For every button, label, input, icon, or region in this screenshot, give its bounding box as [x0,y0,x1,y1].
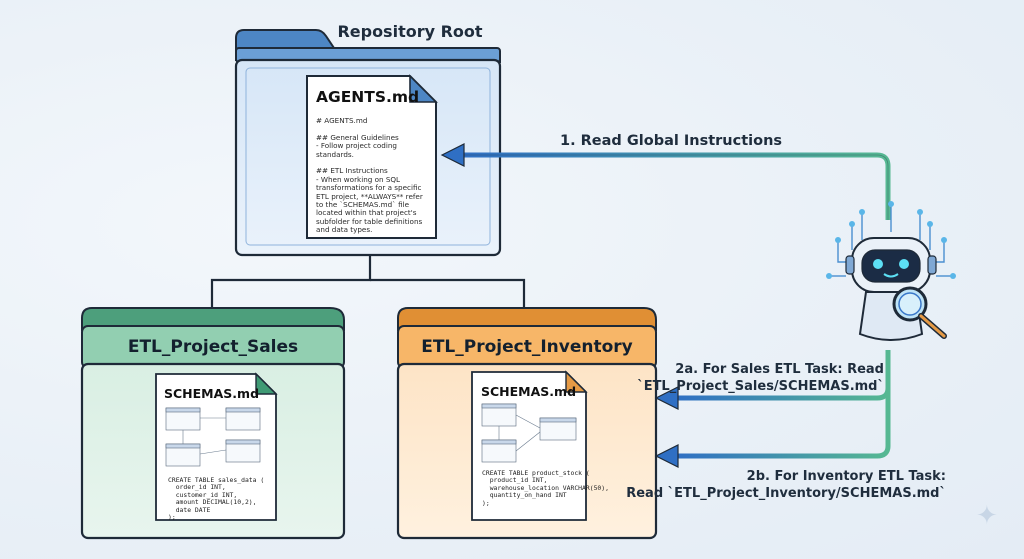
step-2b-line-1: 2b. For Inventory ETL Task: [746,469,946,484]
step-1-label: 1. Read Global Instructions [560,133,783,149]
step-2a-line-2: `ETL_Project_Sales/SCHEMAS.md` [637,379,884,394]
inventory-folder-label[interactable]: ETL_Project_Inventory [421,337,633,357]
agents-file-title: AGENTS.md [316,88,420,106]
agents-document-icon [306,74,438,239]
sales-schema-sql: CREATE TABLE sales_data ( order_id INT, … [168,476,265,522]
inventory-schema-tables-diagram [481,403,577,463]
sparkle-icon: ✦ [976,501,998,531]
inventory-schemas-file-title[interactable]: SCHEMAS.md [481,384,577,399]
root-folder-title: Repository Root [337,22,483,41]
step-2a-label: 2a. For Sales ETL Task: Read `ETL_Projec… [637,361,884,395]
arrow-read-global [440,143,891,220]
step-2b-line-2: Read `ETL_Project_Inventory/SCHEMAS.md` [626,486,946,501]
sales-folder-icon [80,307,346,540]
agents-file-content: # AGENTS.md ## General Guidelines - Foll… [316,116,423,235]
sales-schemas-file-title[interactable]: SCHEMAS.md [164,386,260,401]
step-2b-label: 2b. For Inventory ETL Task: Read `ETL_Pr… [626,468,946,502]
arrow-inventory-schema [654,388,891,468]
inventory-schema-sql: CREATE TABLE product_stock ( product_id … [482,469,609,507]
sales-folder-label[interactable]: ETL_Project_Sales [127,337,299,357]
step-2a-line-1: 2a. For Sales ETL Task: Read [675,362,884,377]
sales-schema-tables-diagram [165,407,261,467]
folder-connector-lines [210,254,526,312]
robot-agent-icon [826,201,956,341]
